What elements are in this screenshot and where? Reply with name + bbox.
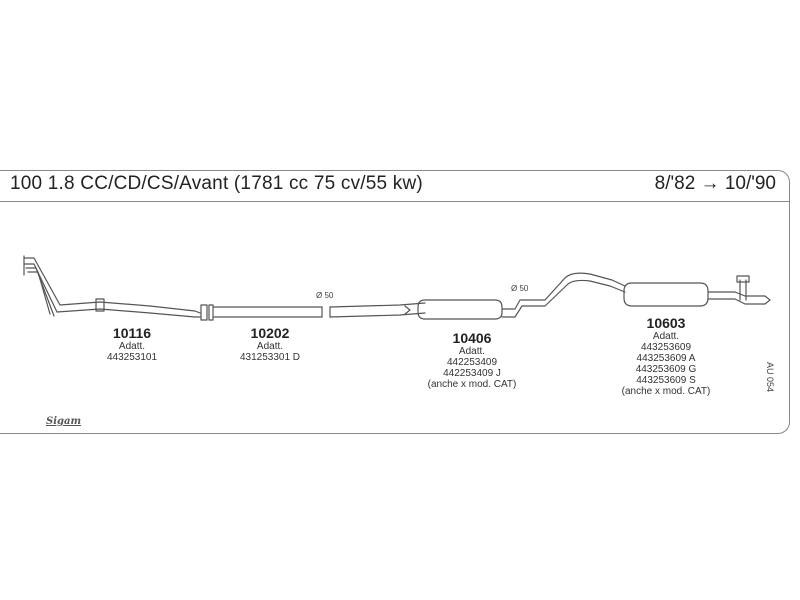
part-line: Adatt. xyxy=(118,341,146,352)
part-label-10406: 10406 Adatt. 442253409 442253409 J (anch… xyxy=(416,330,528,391)
part-line: 443253609 G xyxy=(635,364,697,375)
part-number: 10116 xyxy=(112,325,152,341)
part-number: 10603 xyxy=(646,315,686,331)
part-line: 443253609 xyxy=(640,342,692,353)
part-line: (anche x mod. CAT) xyxy=(621,386,711,397)
part-line: 442253409 J xyxy=(443,368,501,379)
part-line: 443253609 S xyxy=(636,375,696,386)
part-line: Adatt. xyxy=(256,341,284,352)
part-line: Adatt. xyxy=(652,331,680,342)
front-silencer-10406 xyxy=(404,299,526,320)
year-range: 8/'82 → 10/'90 xyxy=(654,173,776,194)
part-label-10603: 10603 Adatt. 443253609 443253609 A 44325… xyxy=(610,315,722,398)
diagram-frame xyxy=(0,170,790,434)
rear-silencer-10603 xyxy=(524,272,771,307)
part-number: 10202 xyxy=(250,325,290,341)
front-pipe-10116 xyxy=(23,255,201,318)
part-line: Adatt. xyxy=(458,346,486,357)
part-line: 442253409 xyxy=(446,357,498,368)
flange-joint xyxy=(200,304,214,321)
part-line: 443253609 A xyxy=(636,353,696,364)
middle-pipe-10202 xyxy=(213,302,426,318)
header-band xyxy=(0,170,790,202)
model-title: 100 1.8 CC/CD/CS/Avant (1781 cc 75 cv/55… xyxy=(10,173,423,194)
part-label-10202: 10202 Adatt. 431253301 D xyxy=(226,325,314,364)
part-line: 443253101 xyxy=(106,352,158,363)
catalog-code: AU 054 xyxy=(765,362,775,393)
part-line: 431253301 D xyxy=(239,352,301,363)
diameter-label: Ø 50 xyxy=(316,291,334,300)
part-label-10116: 10116 Adatt. 443253101 xyxy=(96,325,168,364)
part-line: (anche x mod. CAT) xyxy=(427,379,517,390)
brand-logo: Sigam xyxy=(46,416,82,427)
diameter-label: Ø 50 xyxy=(511,284,529,293)
part-number: 10406 xyxy=(452,330,492,346)
